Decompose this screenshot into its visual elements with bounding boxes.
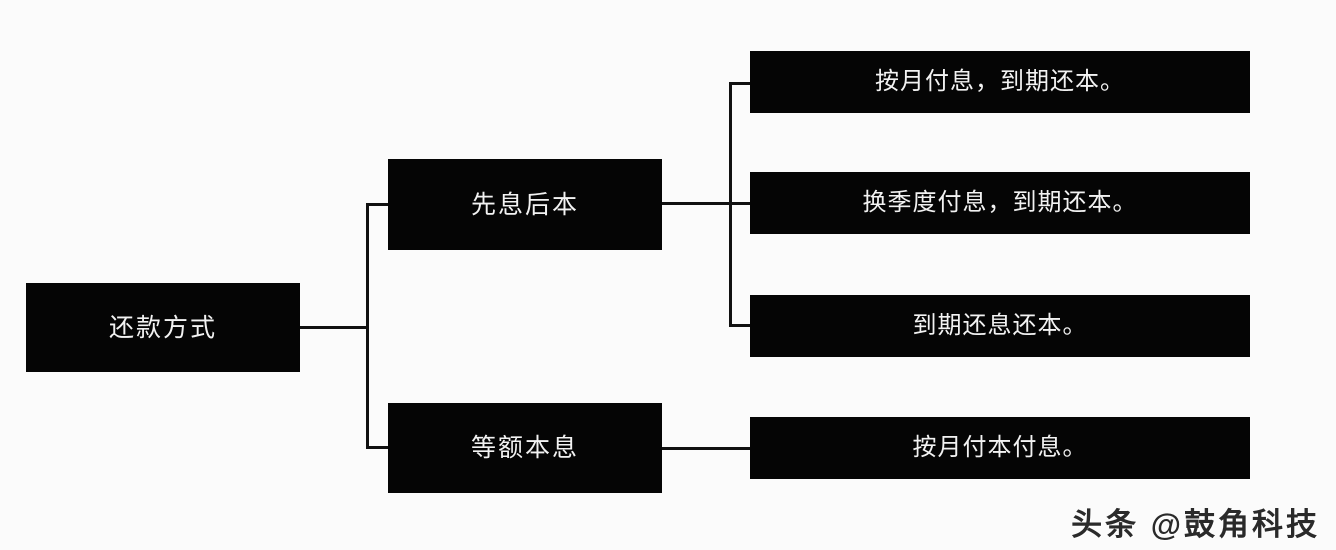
node-leaf-interest-and-principal-at-maturity: 到期还息还本。	[750, 295, 1250, 357]
node-branch-equal-installment: 等额本息	[388, 403, 662, 493]
connector-root-to-branch-1	[366, 203, 390, 206]
connector-branch1-to-leaf-3	[729, 324, 752, 327]
connector-branch1-stem	[662, 202, 732, 205]
node-branch-interest-first: 先息后本	[388, 159, 662, 250]
node-root-repayment-method: 还款方式	[26, 283, 300, 372]
connector-root-trunk	[366, 203, 369, 449]
node-leaf-quarterly-interest-principal-at-maturity: 换季度付息，到期还本。	[750, 172, 1250, 234]
watermark: 头条 @鼓角科技	[1071, 507, 1320, 542]
connector-root-to-branch-2	[366, 446, 390, 449]
connector-branch1-to-leaf-2	[729, 202, 752, 205]
node-leaf-monthly-interest-principal-at-maturity: 按月付息，到期还本。	[750, 51, 1250, 113]
node-leaf-monthly-principal-and-interest: 按月付本付息。	[750, 417, 1250, 479]
connector-branch2-to-leaf-4	[662, 447, 752, 450]
connector-branch1-to-leaf-1	[729, 82, 752, 85]
connector-root-stem	[300, 326, 369, 329]
